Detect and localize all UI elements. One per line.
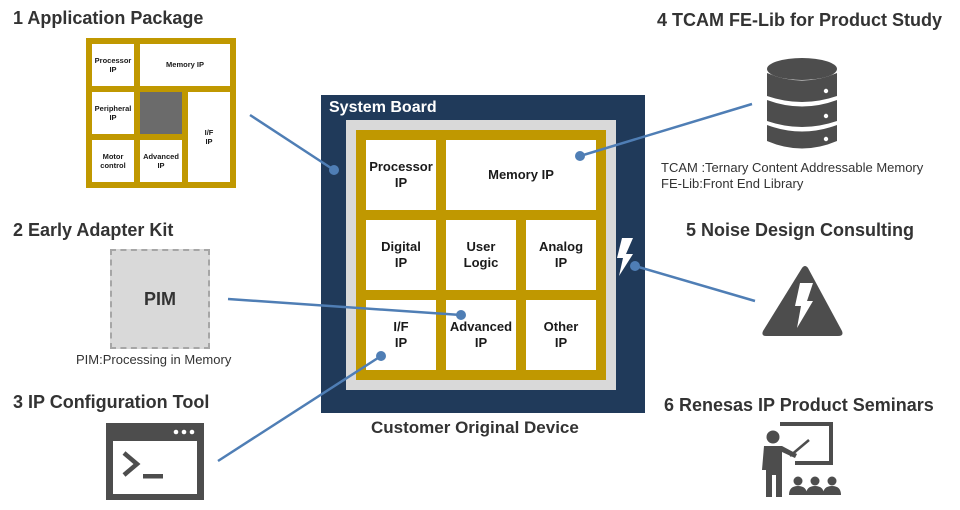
advanced-ip-block: Advanced IP: [446, 300, 516, 370]
pim-footnote: PIM:Processing in Memory: [76, 352, 232, 367]
mini-peripheral-ip: Peripheral IP: [92, 92, 134, 134]
noise-title: 5 Noise Design Consulting: [686, 220, 915, 240]
chip-die: Processor IP Memory IP Digital IP User L…: [356, 130, 606, 380]
tcam-title: 4 TCAM FE-Lib for Product Study: [657, 10, 942, 30]
mini-advanced-ip: Advanced IP: [140, 140, 182, 182]
mini-processor-ip: Processor IP: [92, 44, 134, 86]
terminal-icon: [106, 423, 204, 500]
mini-motor-control: Motor control: [92, 140, 134, 182]
other-ip-block: Other IP: [526, 300, 596, 370]
database-icon: [767, 58, 837, 149]
if-ip-block: I/F IP: [366, 300, 436, 370]
device-caption: Customer Original Device: [371, 418, 579, 437]
system-board: System Board Processor IP Memory IP Digi…: [321, 95, 645, 413]
system-board-label: System Board: [329, 99, 437, 116]
analog-ip-block: Analog IP: [526, 220, 596, 290]
memory-ip-block: Memory IP: [446, 140, 596, 210]
mini-memory-ip: Memory IP: [140, 44, 230, 86]
early-adapter-title: 2 Early Adapter Kit: [13, 220, 174, 240]
processor-ip-block: Processor IP: [366, 140, 436, 210]
app-package-title: 1 Application Package: [13, 8, 204, 28]
connector-noise: [634, 264, 756, 303]
mini-if-ip: I/F IP: [188, 92, 230, 182]
ip-config-title: 3 IP Configuration Tool: [13, 392, 210, 412]
high-voltage-warning-icon: [762, 266, 843, 336]
pim-label: PIM: [143, 288, 176, 309]
digital-ip-block: Digital IP: [366, 220, 436, 290]
seminars-title: 6 Renesas IP Product Seminars: [664, 395, 934, 415]
mini-empty-slot: [140, 92, 182, 134]
presentation-teacher-icon: [762, 422, 841, 497]
user-logic-block: User Logic: [446, 220, 516, 290]
fe-lib-note: FE-Lib:Front End Library: [661, 176, 804, 191]
pim-box: PIM: [110, 249, 210, 349]
app-package-diagram: Processor IP Memory IP Peripheral IP I/F…: [86, 38, 236, 188]
tcam-note: TCAM :Ternary Content Addressable Memory: [661, 160, 924, 175]
